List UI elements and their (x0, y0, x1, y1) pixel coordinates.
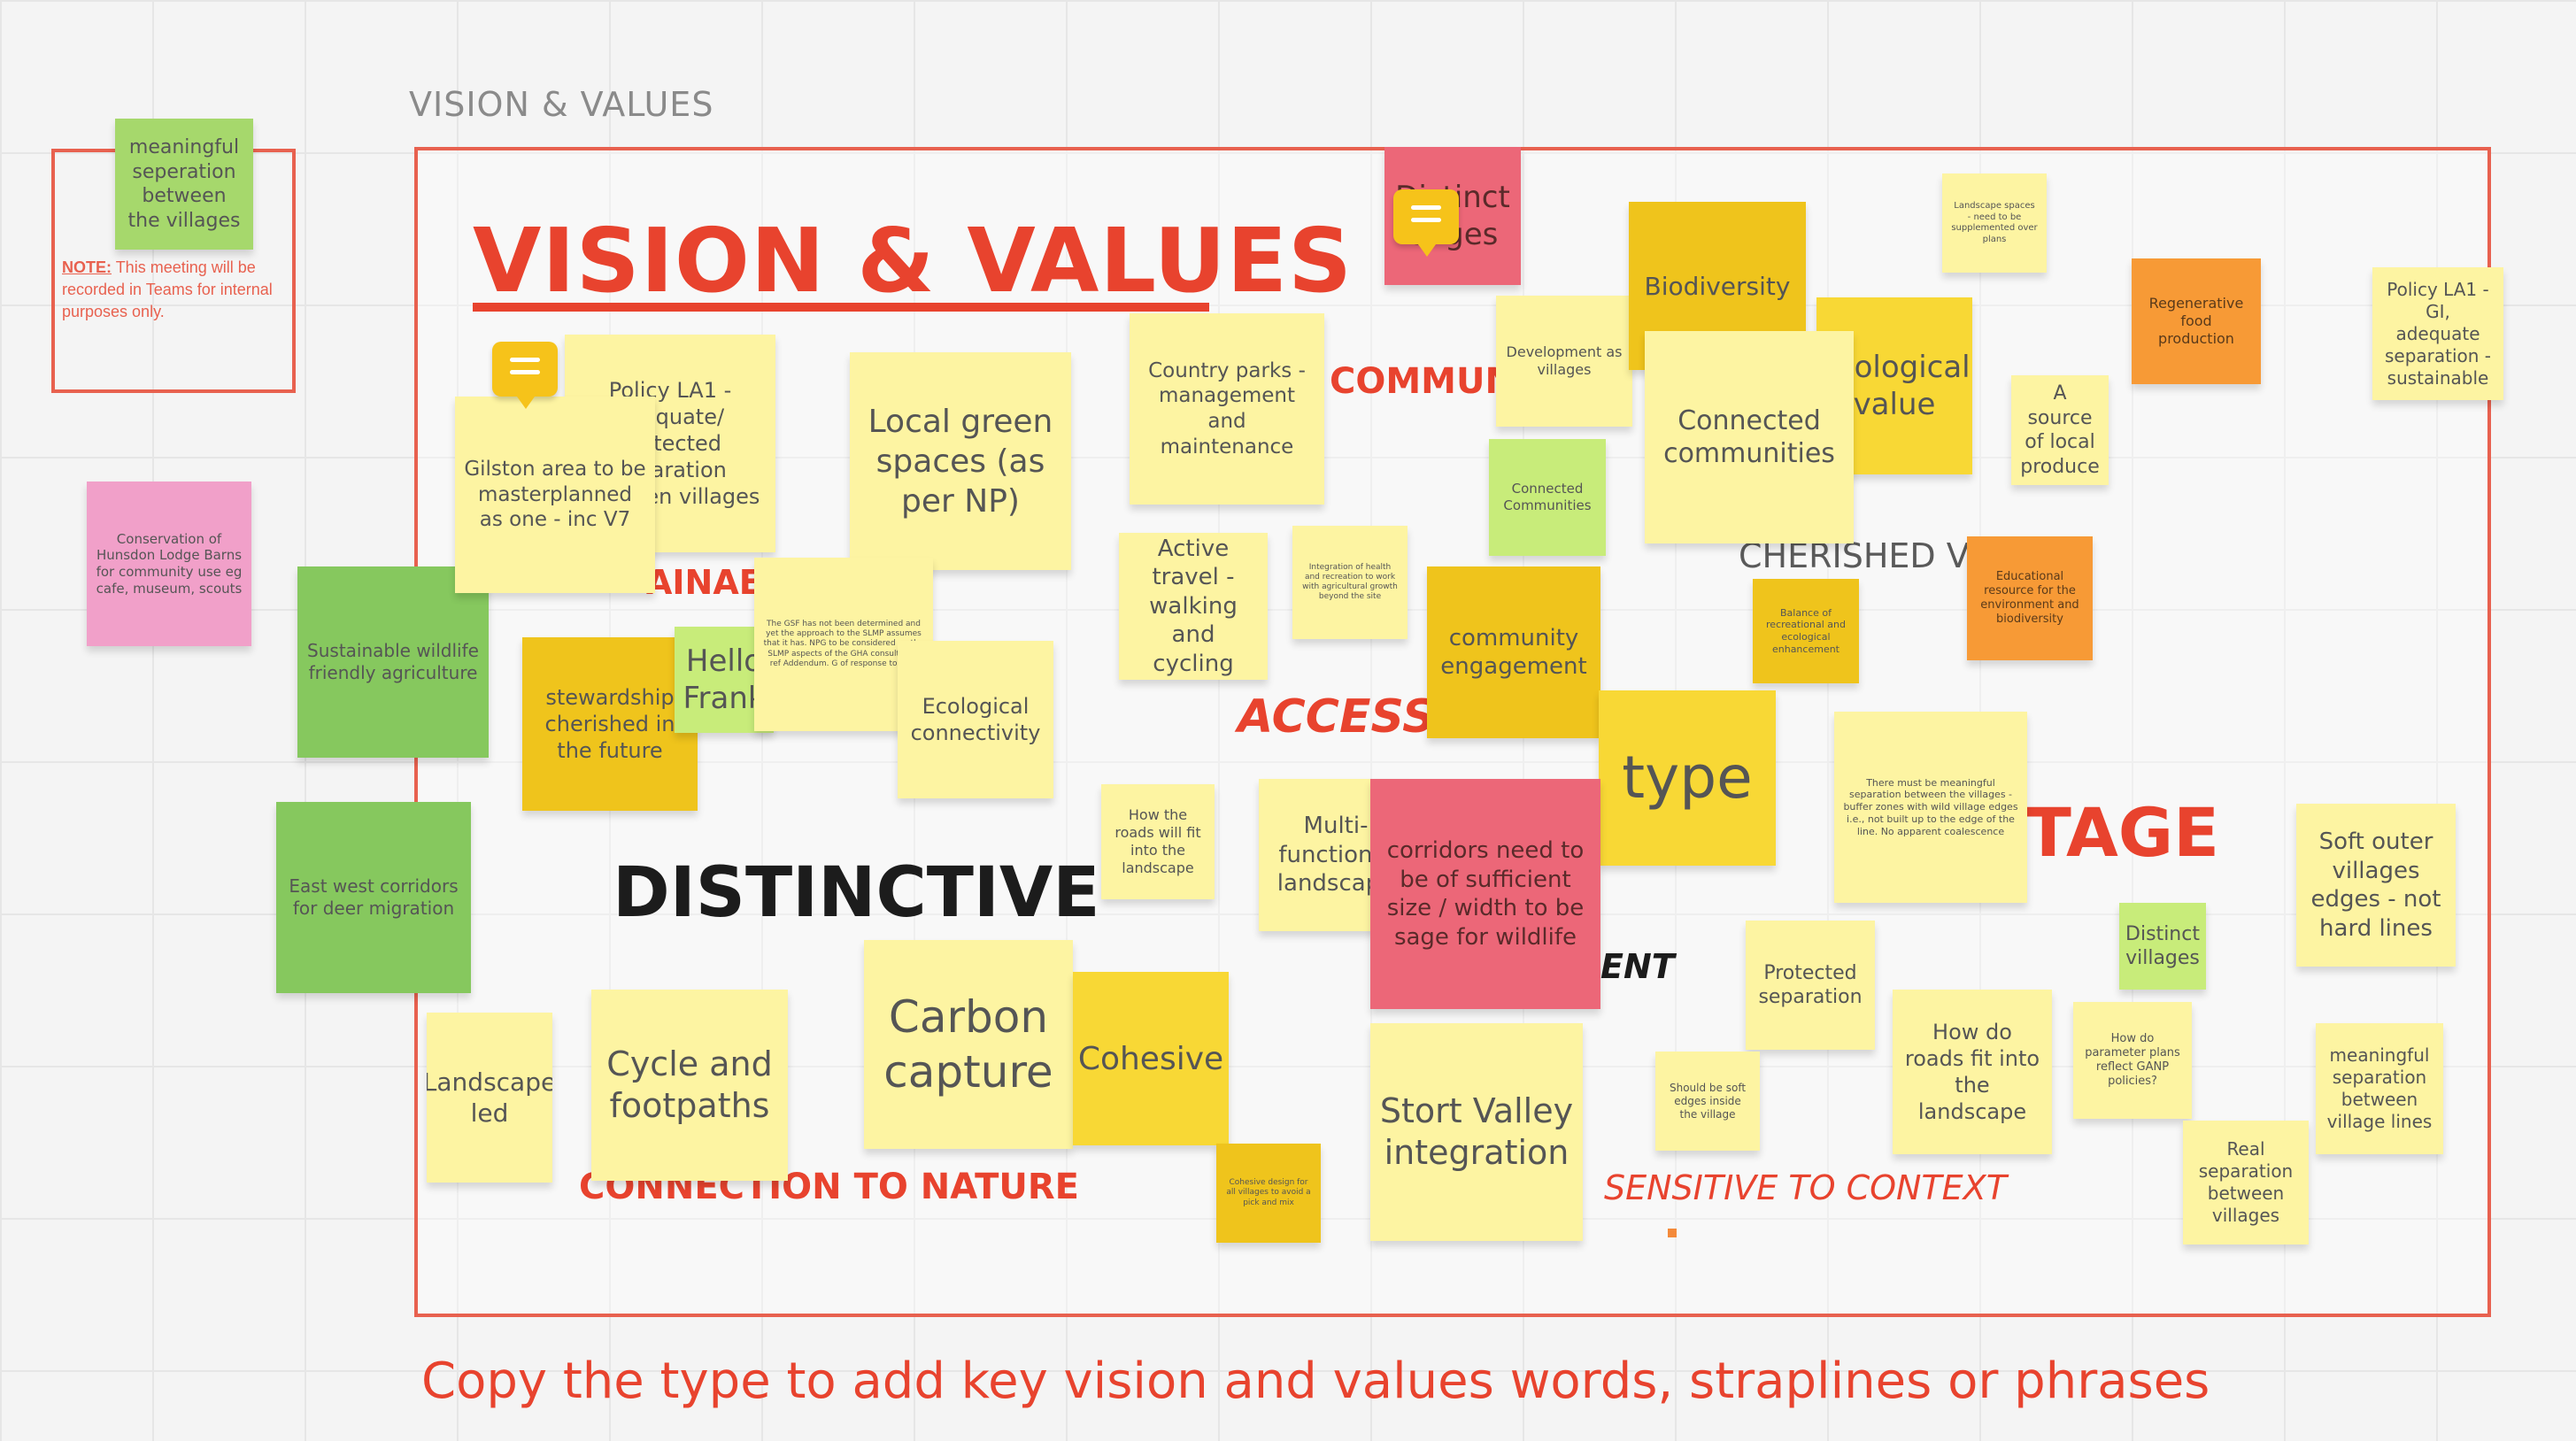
sticky-local-green-spaces[interactable]: Local green spaces (as per NP) (850, 352, 1071, 570)
instruction-text: Copy the type to add key vision and valu… (421, 1352, 2210, 1410)
sticky-stort-valley[interactable]: Stort Valley integration (1370, 1023, 1583, 1241)
sticky-protected-separation[interactable]: Protected separation (1746, 921, 1875, 1050)
sticky-meaningful-separation-long[interactable]: There must be meaningful separation betw… (1834, 712, 2027, 903)
comment-icon[interactable] (1393, 189, 1459, 257)
note-body: This meeting will be recorded in Teams f… (62, 258, 273, 320)
sticky-connected-communities[interactable]: Connected communities (1645, 331, 1854, 543)
sticky-sustainable-agriculture[interactable]: Sustainable wildlife friendly agricultur… (297, 566, 489, 758)
sticky-carbon-capture[interactable]: Carbon capture (864, 940, 1073, 1149)
sticky-regenerative-food[interactable]: Regenerative food production (2132, 258, 2261, 384)
sticky-stewardship[interactable]: stewardship cherished in the future (522, 637, 698, 811)
sticky-educational-resource[interactable]: Educational resource for the environment… (1967, 536, 2093, 660)
sticky-cohesive[interactable]: Cohesive (1073, 972, 1229, 1145)
sticky-soft-edges[interactable]: Should be soft edges inside the village (1655, 1052, 1760, 1151)
comment-icon[interactable] (492, 342, 558, 409)
cursor-dot (1668, 1229, 1677, 1237)
sticky-active-travel[interactable]: Active travel - walking and cycling (1119, 533, 1268, 680)
word-sustainable[interactable]: AINAE (646, 563, 762, 602)
sticky-east-west-corridors[interactable]: East west corridors for deer migration (276, 802, 471, 993)
sticky-distinct-villages[interactable]: Distinct villages (2119, 903, 2206, 990)
board-heading[interactable]: VISION & VALUES (473, 209, 1354, 312)
sticky-landscape-spaces[interactable]: Landscape spaces - need to be supplement… (1942, 173, 2047, 273)
heading-underline (473, 303, 1209, 312)
sticky-real-separation[interactable]: Real separation between villages (2183, 1121, 2309, 1244)
sticky-meaningful-separation-lines[interactable]: meaningful separation between village li… (2316, 1023, 2443, 1154)
note-label: NOTE: (62, 258, 112, 276)
sticky-community-engagement[interactable]: community engagement (1427, 566, 1600, 738)
board-section-label: VISION & VALUES (409, 85, 714, 124)
word-access[interactable]: ACCESS (1238, 690, 1436, 744)
sticky-country-parks[interactable]: Country parks - management and maintenan… (1130, 313, 1324, 505)
sticky-meaningful-separation-top[interactable]: meaningful seperation between the villag… (115, 119, 253, 250)
sticky-soft-outer-edges[interactable]: Soft outer villages edges - not hard lin… (2296, 804, 2456, 967)
sticky-wildlife-corridors[interactable]: corridors need to be of sufficient size … (1370, 779, 1600, 1009)
word-ent[interactable]: ENT (1600, 947, 1675, 986)
sticky-connected-communities-small[interactable]: Connected Communities (1489, 439, 1606, 556)
sticky-conservation-barns[interactable]: Conservation of Hunsdon Lodge Barns for … (87, 482, 251, 646)
sticky-policy-la1-gi[interactable]: Policy LA1 - GI, adequate separation - s… (2372, 267, 2503, 400)
sticky-type[interactable]: type (1599, 690, 1776, 866)
sticky-cohesive-design-small[interactable]: Cohesive design for all villages to avoi… (1216, 1144, 1321, 1243)
word-sensitive-to-context[interactable]: SENSITIVE TO CONTEXT (1604, 1168, 2007, 1207)
sticky-cycle-footpaths[interactable]: Cycle and footpaths (591, 990, 788, 1181)
sticky-ecological-connectivity[interactable]: Ecological connectivity (898, 641, 1053, 798)
sticky-health-recreation[interactable]: Integration of health and recreation to … (1292, 526, 1408, 639)
sticky-parameter-plans[interactable]: How do parameter plans reflect GANP poli… (2073, 1002, 2192, 1119)
word-heritage[interactable]: TAGE (2025, 793, 2220, 872)
sticky-balance-recreation[interactable]: Balance of recreational and ecological e… (1753, 579, 1859, 683)
sticky-development-as-villages[interactable]: Development as villages (1496, 296, 1632, 427)
sticky-roads-fit-landscape[interactable]: How do roads fit into the landscape (1893, 990, 2052, 1154)
sticky-roads-fit-small[interactable]: How the roads will fit into the landscap… (1101, 784, 1215, 899)
sticky-local-produce[interactable]: A source of local produce (2011, 375, 2109, 485)
word-distinctive[interactable]: DISTINCTIVE (613, 853, 1100, 933)
word-community[interactable]: COMMUN (1330, 361, 1515, 402)
sticky-gilston-masterplan[interactable]: Gilston area to be masterplanned as one … (455, 397, 655, 593)
sticky-landscape-led[interactable]: Landscape led (427, 1013, 552, 1183)
recording-note: NOTE: This meeting will be recorded in T… (62, 257, 285, 323)
